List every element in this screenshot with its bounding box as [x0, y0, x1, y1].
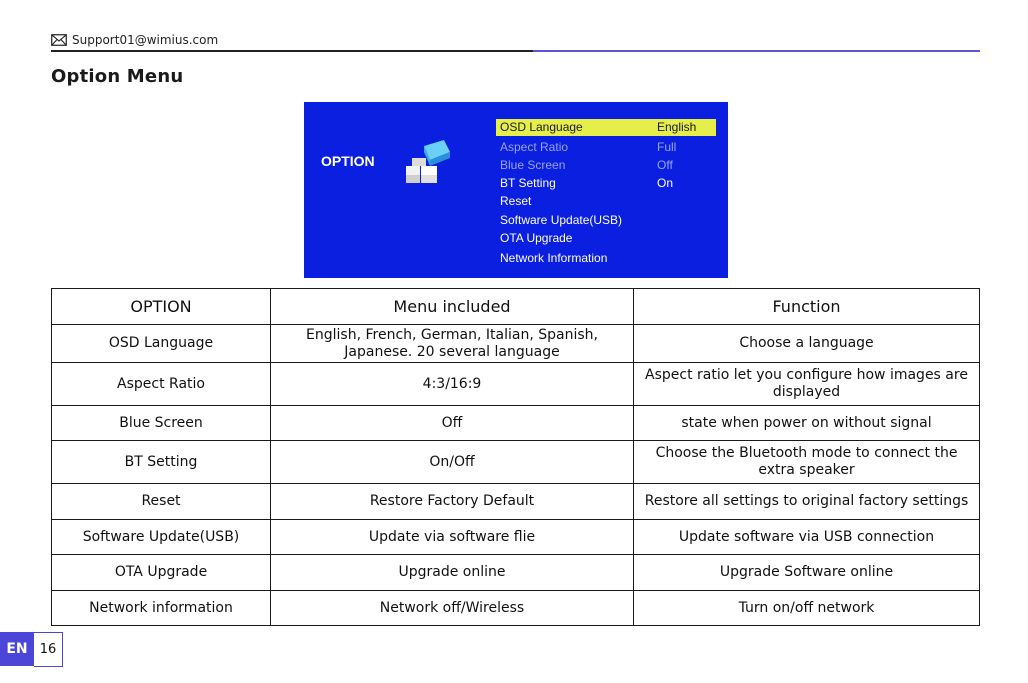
osd-item-label: Aspect Ratio — [500, 140, 569, 154]
table-row: BT Setting On/Off Choose the Bluetooth m… — [51, 440, 980, 484]
osd-item-value: On — [657, 176, 674, 190]
table-row: Software Update(USB) Update via software… — [51, 519, 980, 555]
osd-item-label: BT Setting — [500, 176, 556, 190]
osd-item-network-information[interactable]: Network Information — [496, 250, 716, 267]
table-row: Aspect Ratio 4:3/16:9 Aspect ratio let y… — [51, 362, 980, 406]
osd-item-software-update[interactable]: Software Update(USB) — [496, 212, 716, 229]
osd-item-label: Network Information — [500, 251, 608, 265]
osd-item-value: Off — [657, 158, 673, 172]
osd-item-osd-language[interactable]: OSD Language English — [496, 119, 716, 136]
osd-item-label: Reset — [500, 194, 532, 208]
language-badge: EN — [0, 632, 34, 666]
page-number: 16 — [34, 632, 63, 667]
table-cell: BT Setting — [51, 440, 271, 484]
table-cell: Upgrade online — [270, 554, 634, 591]
header-email: Support01@wimius.com — [51, 33, 218, 47]
table-cell: Software Update(USB) — [51, 519, 271, 555]
osd-item-label: Software Update(USB) — [500, 213, 623, 227]
table-cell: Network off/Wireless — [270, 590, 634, 626]
table-row: OSD Language English, French, German, It… — [51, 324, 980, 363]
option-blocks-icon — [406, 140, 450, 183]
table-cell: Aspect ratio let you configure how image… — [633, 362, 980, 406]
table-cell: Choose the Bluetooth mode to connect the… — [633, 440, 980, 484]
osd-item-label: Blue Screen — [500, 158, 566, 172]
table-cell: Network information — [51, 590, 271, 626]
osd-item-ota-upgrade[interactable]: OTA Upgrade — [496, 230, 716, 247]
osd-item-blue-screen[interactable]: Blue Screen Off — [496, 157, 716, 174]
support-email[interactable]: Support01@wimius.com — [72, 33, 219, 47]
table-cell: Reset — [51, 483, 271, 520]
osd-title: OPTION — [321, 153, 375, 169]
table-cell: OTA Upgrade — [51, 554, 271, 591]
table-cell: Off — [270, 405, 634, 441]
envelope-icon — [51, 34, 67, 46]
table-row: Blue Screen Off state when power on with… — [51, 405, 980, 441]
header-rule-accent — [533, 50, 980, 52]
table-cell: Turn on/off network — [633, 590, 980, 626]
table-cell: Choose a language — [633, 324, 980, 363]
osd-item-label: OTA Upgrade — [500, 231, 573, 245]
osd-item-reset[interactable]: Reset — [496, 193, 716, 210]
osd-item-aspect-ratio[interactable]: Aspect Ratio Full — [496, 139, 716, 156]
osd-item-value: Full — [657, 140, 677, 154]
osd-item-bt-setting[interactable]: BT Setting On — [496, 175, 716, 192]
table-cell: English, French, German, Italian, Spanis… — [270, 324, 634, 363]
table-cell: Restore all settings to original factory… — [633, 483, 980, 520]
osd-item-value: English — [657, 120, 697, 134]
table-cell: state when power on without signal — [633, 405, 980, 441]
table-cell: On/Off — [270, 440, 634, 484]
column-header: OPTION — [51, 288, 271, 325]
header-rule-dark — [51, 50, 533, 52]
table-cell: Blue Screen — [51, 405, 271, 441]
table-cell: Update software via USB connection — [633, 519, 980, 555]
option-table: OPTION Menu included Function OSD Langua… — [51, 288, 980, 626]
osd-item-label: OSD Language — [500, 120, 583, 134]
table-cell: Upgrade Software online — [633, 554, 980, 591]
osd-menu-screenshot: OPTION OSD Language English Aspect Ratio… — [304, 102, 728, 278]
table-cell: Update via software flie — [270, 519, 634, 555]
table-cell: Restore Factory Default — [270, 483, 634, 520]
table-cell: 4:3/16:9 — [270, 362, 634, 406]
table-row: Reset Restore Factory Default Restore al… — [51, 483, 980, 520]
page-title: Option Menu — [51, 66, 184, 87]
table-header-row: OPTION Menu included Function — [51, 288, 980, 325]
table-row: Network information Network off/Wireless… — [51, 590, 980, 626]
table-cell: Aspect Ratio — [51, 362, 271, 406]
column-header: Function — [633, 288, 980, 325]
table-cell: OSD Language — [51, 324, 271, 363]
column-header: Menu included — [270, 288, 634, 325]
table-row: OTA Upgrade Upgrade online Upgrade Softw… — [51, 554, 980, 591]
